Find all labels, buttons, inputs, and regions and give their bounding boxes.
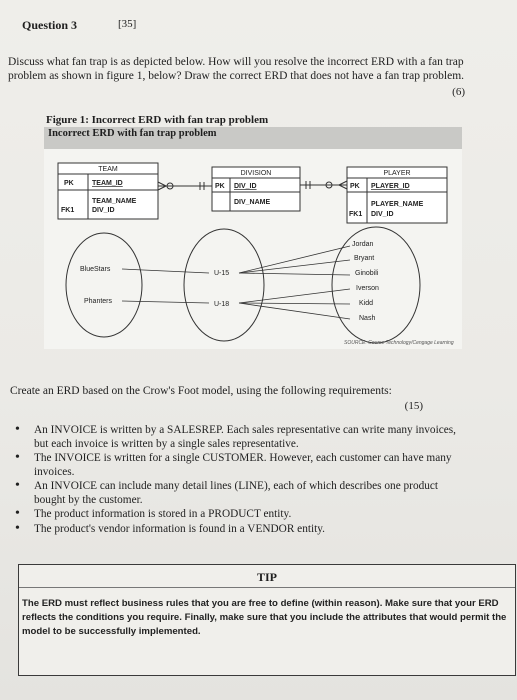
division-pk-attr: DIV_ID bbox=[234, 183, 257, 190]
team-instance-labels: BlueStars Phanters bbox=[80, 266, 113, 305]
requirement-item: The product information is stored in a P… bbox=[10, 507, 470, 522]
figure-title: Figure 1: Incorrect ERD with fan trap pr… bbox=[46, 114, 269, 126]
team-name-attr: TEAM_NAME bbox=[92, 198, 137, 205]
requirement-item: An INVOICE is written by a SALESREP. Eac… bbox=[10, 423, 470, 451]
tip-box: TIP The ERD must reflect business rules … bbox=[18, 564, 516, 676]
team-pk-attr: TEAM_ID bbox=[92, 180, 123, 187]
player-pk-key: PK bbox=[350, 183, 360, 190]
erd-figure: TEAM PK TEAM_ID TEAM_NAME FK1 DIV_ID bbox=[44, 149, 462, 349]
player-instance-kidd: Kidd bbox=[359, 300, 373, 307]
player-instance-bryant: Bryant bbox=[354, 255, 374, 262]
task-marks: (15) bbox=[404, 400, 423, 412]
relationship-team-division bbox=[157, 181, 212, 191]
divisions-instance-set bbox=[183, 228, 265, 342]
player-name-attr: PLAYER_NAME bbox=[371, 201, 424, 208]
requirements-list: An INVOICE is written by a SALESREP. Eac… bbox=[10, 423, 470, 537]
player-instance-jordan: Jordan bbox=[352, 241, 374, 248]
division-instance-labels: U-15 U-18 bbox=[214, 270, 229, 308]
division-instance-u18: U-18 bbox=[214, 301, 229, 308]
player-entity-name: PLAYER bbox=[383, 170, 410, 177]
discussion-marks: (6) bbox=[452, 86, 465, 98]
tip-title: TIP bbox=[256, 570, 277, 584]
figure-banner: Incorrect ERD with fan trap problem bbox=[44, 127, 462, 149]
team-fk-key: FK1 bbox=[61, 207, 74, 214]
task-intro: Create an ERD based on the Crow's Foot m… bbox=[10, 385, 392, 397]
relationship-division-player bbox=[300, 180, 348, 190]
player-fk-attr: DIV_ID bbox=[371, 211, 394, 218]
teams-instance-set bbox=[65, 232, 143, 338]
team-instance-bluestars: BlueStars bbox=[80, 266, 111, 273]
tip-text: The ERD must reflect business rules that… bbox=[22, 598, 507, 637]
instance-links bbox=[121, 245, 351, 320]
requirement-item: The product's vendor information is foun… bbox=[10, 522, 470, 537]
figure-banner-text: Incorrect ERD with fan trap problem bbox=[48, 128, 217, 139]
player-instance-iverson: Iverson bbox=[356, 285, 379, 292]
question-label: Question 3 bbox=[22, 18, 78, 32]
players-instance-set bbox=[331, 226, 421, 344]
figure-source: SOURCE: Course Technology/Cengage Learni… bbox=[344, 340, 454, 346]
team-fk-attr: DIV_ID bbox=[92, 207, 115, 214]
division-instance-u15: U-15 bbox=[214, 270, 229, 277]
requirement-item: The INVOICE is written for a single CUST… bbox=[10, 451, 470, 479]
erd-diagram: TEAM PK TEAM_ID TEAM_NAME FK1 DIV_ID bbox=[57, 162, 454, 346]
question-total-marks: [35] bbox=[118, 18, 137, 30]
player-fk-key: FK1 bbox=[349, 211, 362, 218]
player-pk-attr: PLAYER_ID bbox=[371, 183, 410, 190]
team-entity-name: TEAM bbox=[98, 166, 118, 173]
player-instance-nash: Nash bbox=[359, 315, 375, 322]
division-entity-name: DIVISION bbox=[241, 170, 272, 177]
player-instance-labels: Jordan Bryant Ginobili Iverson Kidd Nash bbox=[352, 241, 379, 322]
discussion-text: Discuss what fan trap is as depicted bel… bbox=[8, 56, 465, 82]
team-instance-phanters: Phanters bbox=[84, 298, 113, 305]
division-pk-key: PK bbox=[215, 183, 225, 190]
requirement-item: An INVOICE can include many detail lines… bbox=[10, 479, 470, 507]
division-name-attr: DIV_NAME bbox=[234, 199, 271, 206]
tip-divider bbox=[19, 587, 515, 588]
player-instance-ginobili: Ginobili bbox=[355, 270, 379, 277]
entity-player: PLAYER PK PLAYER_ID PLAYER_NAME FK1 DIV_… bbox=[346, 166, 448, 224]
team-pk-key: PK bbox=[64, 180, 74, 187]
entity-division: DIVISION PK DIV_ID DIV_NAME bbox=[211, 166, 301, 212]
entity-team: TEAM PK TEAM_ID TEAM_NAME FK1 DIV_ID bbox=[57, 162, 159, 220]
